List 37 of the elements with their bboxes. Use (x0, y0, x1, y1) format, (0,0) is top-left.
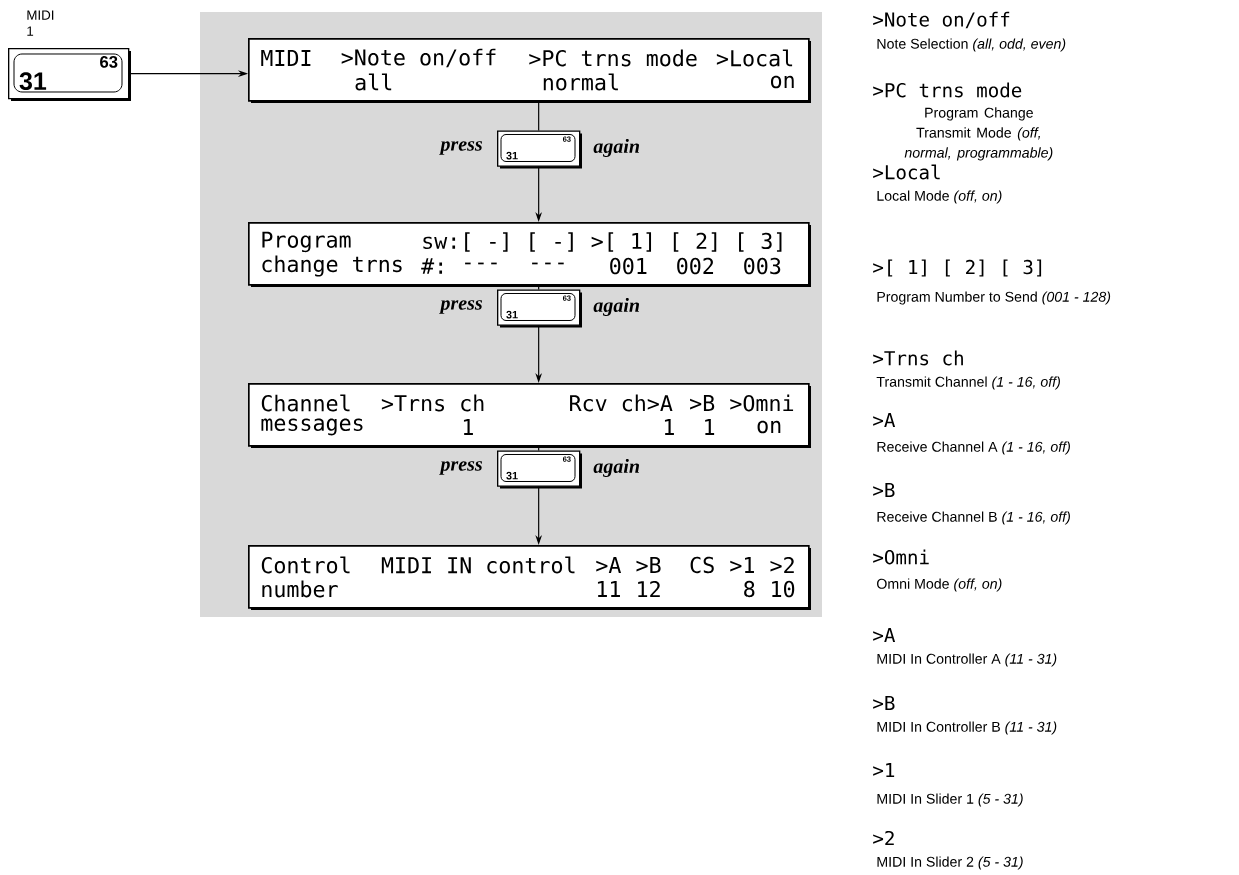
parameter-description: MIDI In Slider 1 (5 - 31) (877, 793, 1023, 807)
display-screen: MIDI >Note on/off >PC trns mode >Local all normal on (248, 38, 811, 103)
parameter-description: Local Mode (off, on) (877, 190, 1002, 204)
button-caption: MIDI (27, 10, 54, 20)
parameter-description: Note Selection (all, odd, even) (877, 38, 1066, 52)
parameter-name: >1 (873, 763, 895, 777)
parameter-description: Program Number to Send (001 - 128) (877, 291, 1111, 305)
parameter-name: >A (873, 628, 896, 642)
display-screen: Channel >Trns ch Rcv ch>A >B >Omni messages 1 1 1 on (248, 383, 811, 448)
parameter-name: >PC trns mode (873, 82, 1022, 98)
parameter-description: MIDI In Controller A (11 - 31) (877, 653, 1057, 667)
parameter-description: MIDI In Controller B (11 - 31) (877, 721, 1057, 735)
parameter-name: >Trns ch (873, 350, 963, 366)
parameter-description: Transmit Channel (1 - 16, off) (876, 376, 1060, 390)
parameter-name: >Note on/off (873, 11, 1010, 29)
parameter-name: >Local (873, 164, 940, 180)
display-screen: Program sw:[ -] [ -] >[ 1] [ 2] [ 3] change trns #: --- --- 001 002 003 (248, 222, 811, 287)
instruction-text: press (439, 461, 483, 475)
display-screen: Control MIDI IN control >A >B CS >1 >2 number 11 12 8 10 (248, 545, 811, 610)
instruction-text: again (593, 138, 640, 158)
parameter-description: Program Change Transmit Mode (off, normal, programmable) (904, 107, 1053, 161)
parameter-name: >A (873, 413, 896, 427)
parameter-description: Receive Channel A (1 - 16, off) (877, 441, 1070, 455)
parameter-name: >B (873, 483, 895, 497)
parameter-name: >B (873, 696, 895, 710)
parameter-name: >2 (873, 830, 894, 846)
parameter-name: >[ 1] [ 2] [ 3] (873, 259, 1042, 277)
parameter-name: >Omni (873, 549, 929, 565)
parameter-description: Omni Mode (off, on) (877, 578, 1002, 592)
parameter-description: MIDI In Slider 2 (5 - 31) (877, 856, 1023, 870)
instruction-text: again (593, 297, 640, 317)
parameter-description: Receive Channel B (1 - 16, off) (877, 511, 1070, 525)
instruction-text: press (439, 141, 483, 155)
instruction-text: again (593, 458, 640, 478)
button-caption: 1 (27, 26, 34, 36)
instruction-text: press (439, 300, 483, 314)
key-button: 63 31 (8, 48, 131, 101)
